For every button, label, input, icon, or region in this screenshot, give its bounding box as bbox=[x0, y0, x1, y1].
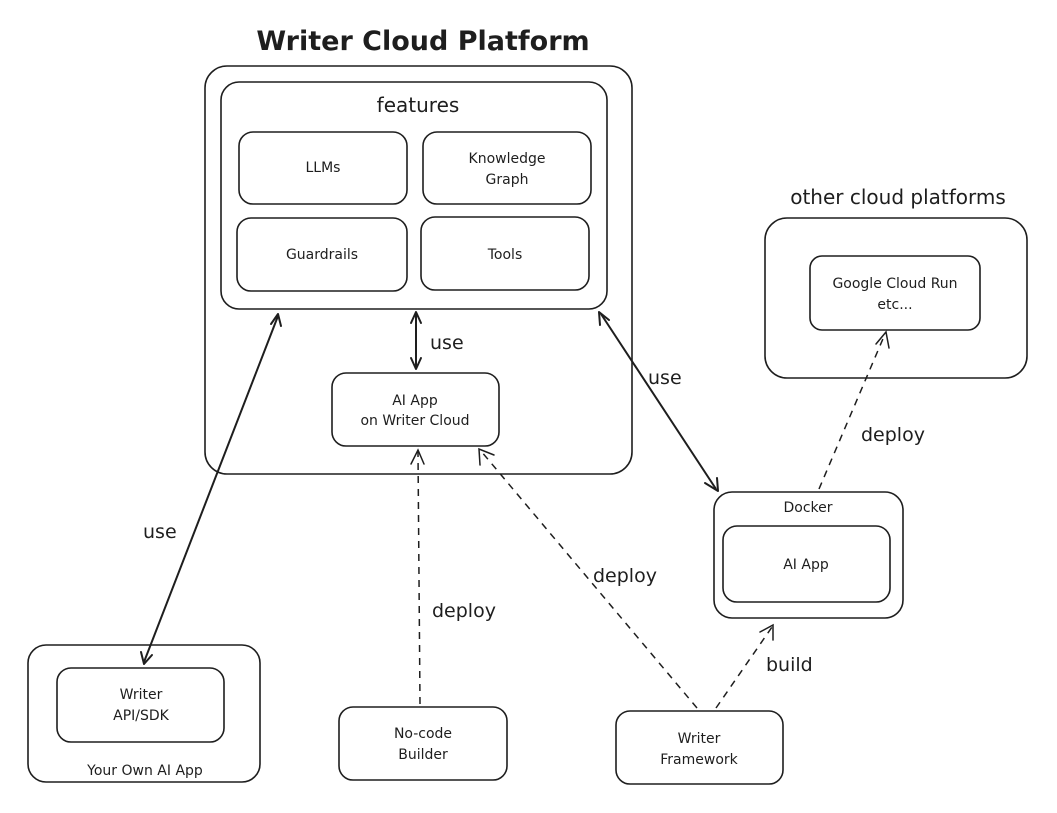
no-code-builder-box bbox=[338, 706, 508, 781]
use-label-center: use bbox=[430, 332, 464, 354]
google-cloud-run-label: Google Cloud Run bbox=[832, 276, 957, 292]
other-cloud-heading: other cloud platforms bbox=[790, 185, 1006, 209]
knowledge-graph-box bbox=[422, 131, 592, 205]
docker-ai-app-label: AI App bbox=[783, 557, 829, 573]
use-label-right: use bbox=[648, 367, 682, 389]
deploy-arrow-cloud bbox=[818, 330, 890, 490]
llms-box bbox=[238, 131, 408, 205]
deploy-arrow-framework bbox=[478, 447, 698, 709]
deploy-label-builder: deploy bbox=[432, 600, 496, 622]
google-cloud-run-label-line2: etc... bbox=[877, 297, 912, 313]
docker-ai-app-box bbox=[722, 525, 891, 603]
deploy-arrow-builder bbox=[410, 448, 425, 705]
writer-framework-label: Writer bbox=[678, 731, 721, 747]
no-code-builder-label: No-code bbox=[394, 726, 452, 742]
build-label: build bbox=[766, 654, 813, 676]
deploy-label-framework: deploy bbox=[593, 565, 657, 587]
llms-label: LLMs bbox=[306, 160, 341, 176]
writer-api-sdk-box bbox=[56, 667, 225, 743]
writer-api-sdk-label: Writer bbox=[120, 687, 163, 703]
guardrails-box bbox=[236, 217, 408, 292]
writer-framework-label-line2: Framework bbox=[660, 752, 738, 768]
docker-label: Docker bbox=[783, 500, 832, 516]
use-arrow-left bbox=[140, 313, 282, 665]
features-heading: features bbox=[377, 93, 460, 117]
diagram-title: Writer Cloud Platform bbox=[256, 26, 589, 57]
google-cloud-run-box bbox=[809, 255, 981, 331]
deploy-label-cloud: deploy bbox=[861, 424, 925, 446]
your-own-ai-app-label: Your Own AI App bbox=[86, 763, 203, 779]
ai-app-writer-cloud-label: AI App bbox=[392, 393, 438, 409]
ai-app-writer-cloud-box bbox=[331, 372, 500, 447]
guardrails-label: Guardrails bbox=[286, 247, 358, 263]
knowledge-graph-label: Knowledge bbox=[469, 151, 546, 167]
tools-label: Tools bbox=[487, 247, 523, 263]
ai-app-writer-cloud-label-line2: on Writer Cloud bbox=[360, 413, 469, 429]
use-arrow-right bbox=[598, 311, 719, 492]
no-code-builder-label-line2: Builder bbox=[398, 747, 448, 763]
build-arrow bbox=[715, 623, 774, 709]
tools-box bbox=[420, 216, 590, 291]
writer-api-sdk-label-line2: API/SDK bbox=[113, 708, 170, 724]
writer-framework-box bbox=[615, 710, 784, 785]
knowledge-graph-label-line2: Graph bbox=[486, 172, 529, 188]
use-arrow-center bbox=[410, 311, 422, 370]
use-label-left: use bbox=[143, 521, 177, 543]
